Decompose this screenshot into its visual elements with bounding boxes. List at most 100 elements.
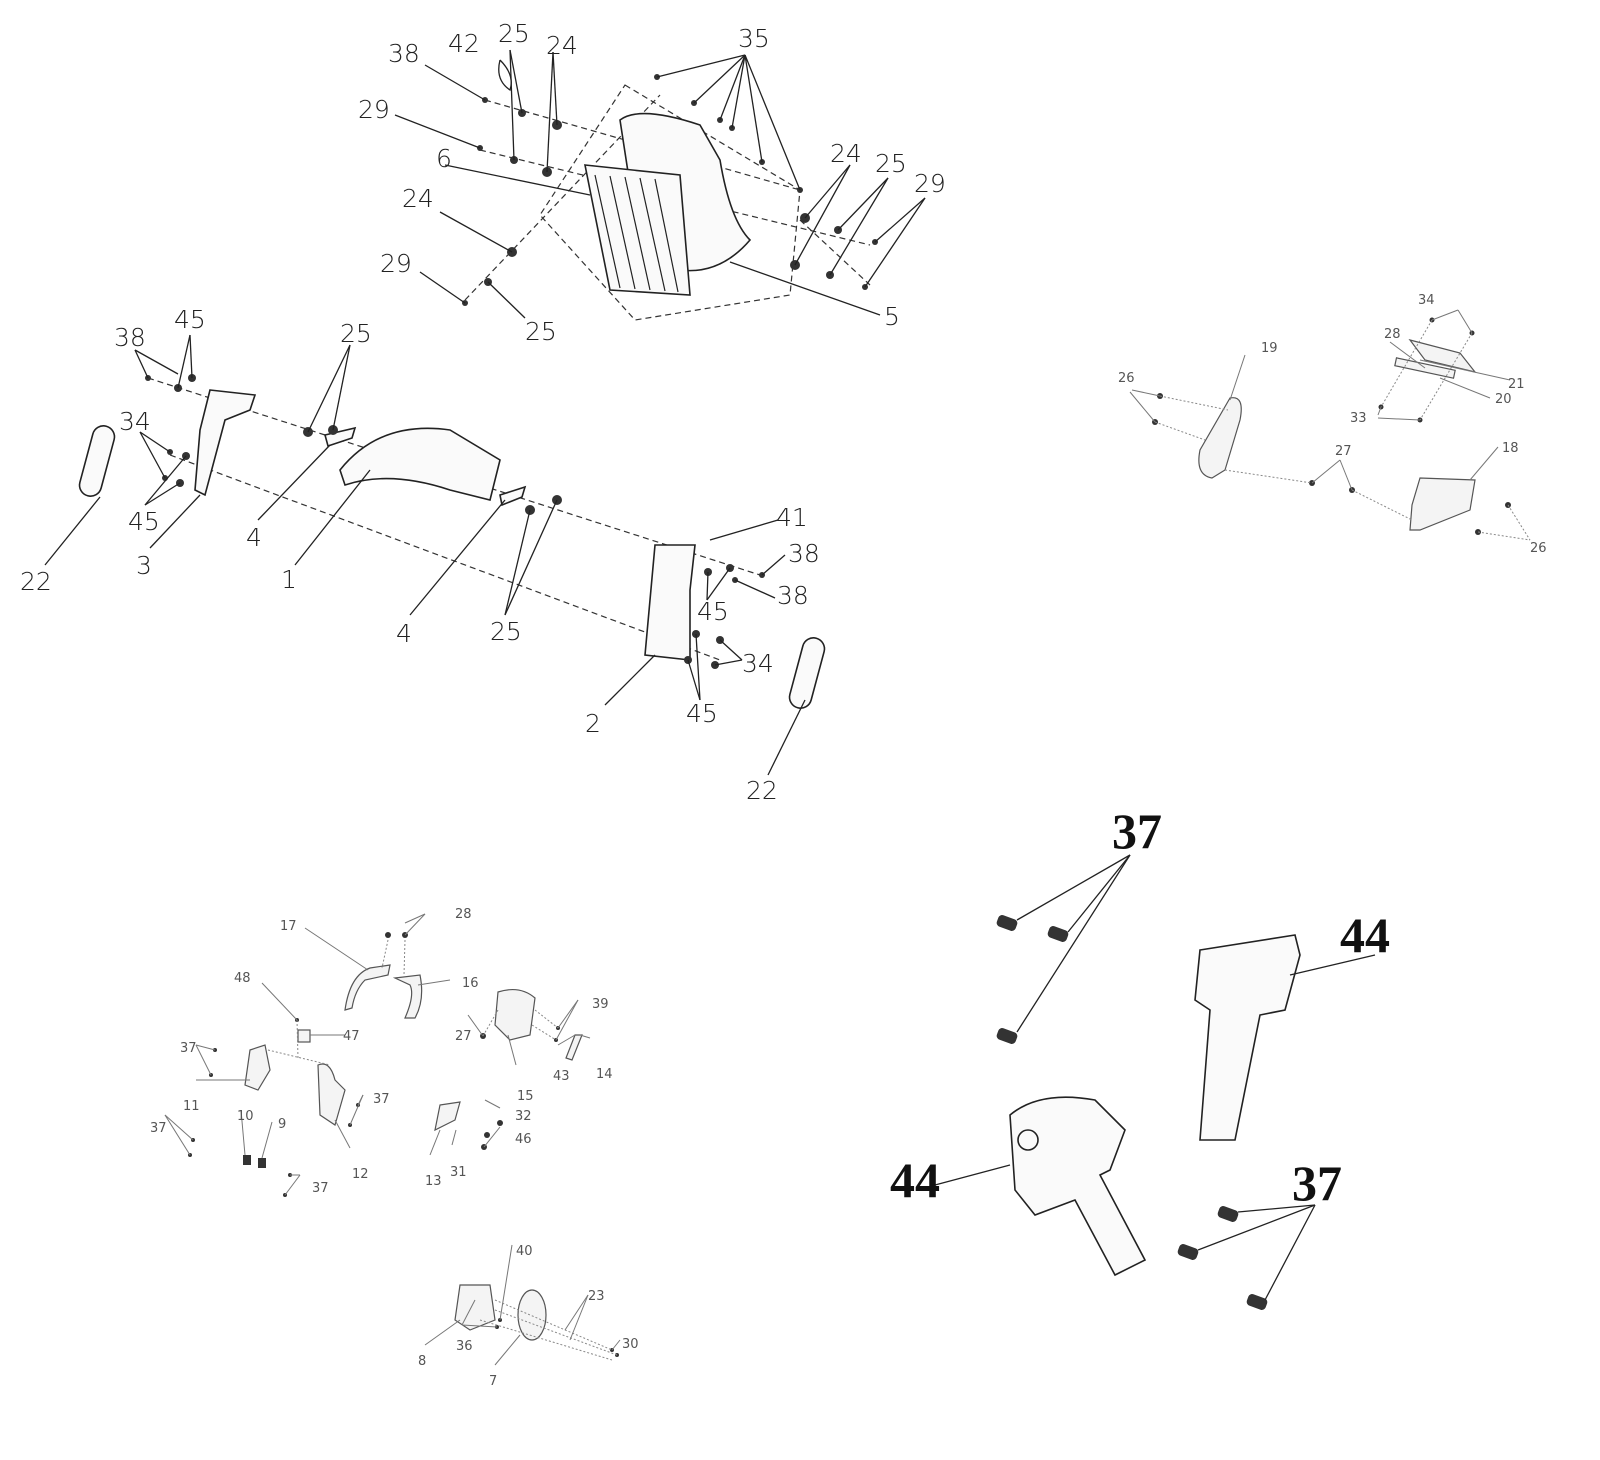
part-11-housing	[244, 1044, 271, 1091]
callout-27: 27	[455, 1029, 472, 1044]
callout-24: 24	[402, 184, 434, 213]
callout-37: 37	[150, 1121, 167, 1136]
callout-28: 28	[455, 907, 472, 922]
callout-47: 47	[343, 1029, 360, 1044]
callout-44: 44	[890, 1152, 940, 1208]
callout-45: 45	[697, 597, 729, 626]
callout-30: 30	[622, 1337, 639, 1352]
callout-28: 28	[1384, 327, 1401, 342]
callout-45: 45	[686, 699, 718, 728]
front-cowl-group	[394, 49, 926, 321]
callout-2: 2	[585, 709, 601, 738]
callout-4: 4	[246, 523, 262, 552]
callout-29: 29	[380, 249, 412, 278]
fender-group	[44, 334, 826, 776]
callout-32: 32	[515, 1109, 532, 1124]
callout-26: 26	[1118, 371, 1135, 386]
part-44-handle	[1194, 934, 1301, 1141]
bracket-group	[164, 913, 621, 1366]
callout-13: 13	[425, 1174, 442, 1189]
part-8-bracket	[454, 1284, 496, 1331]
callout-9: 9	[278, 1117, 286, 1132]
callout-14: 14	[596, 1067, 613, 1082]
callout-37: 37	[1292, 1155, 1342, 1211]
callout-22: 22	[20, 567, 52, 596]
callout-8: 8	[418, 1354, 426, 1369]
callout-29: 29	[358, 95, 390, 124]
callout-19: 19	[1261, 341, 1278, 356]
screws-37	[996, 915, 1268, 1310]
part-44-handle	[1009, 1096, 1147, 1277]
callout-5: 5	[884, 302, 900, 331]
callout-18: 18	[1502, 441, 1519, 456]
callout-46: 46	[515, 1132, 532, 1147]
part-3-side-panel	[194, 389, 257, 497]
part-17-bracket	[344, 964, 391, 1011]
callout-25: 25	[525, 317, 557, 346]
callout-36: 36	[456, 1339, 473, 1354]
callout-17: 17	[280, 919, 297, 934]
handle-group	[934, 854, 1376, 1310]
callout-45: 45	[128, 507, 160, 536]
callout-33: 33	[1350, 411, 1367, 426]
part-12-housing	[317, 1063, 346, 1126]
callout-25: 25	[340, 319, 372, 348]
callout-11: 11	[183, 1099, 200, 1114]
part-15-cover	[494, 988, 536, 1041]
callout-25: 25	[875, 149, 907, 178]
part-14-ring	[565, 1034, 583, 1061]
callout-38: 38	[114, 323, 146, 352]
callout-38: 38	[788, 539, 820, 568]
callout-15: 15	[517, 1089, 534, 1104]
callout-26: 26	[1530, 541, 1547, 556]
callout-10: 10	[237, 1109, 254, 1124]
part-18-cover	[1409, 477, 1476, 531]
callout-29: 29	[914, 169, 946, 198]
callout-45: 45	[174, 305, 206, 334]
callout-3: 3	[136, 551, 152, 580]
part-16-bracket	[392, 974, 423, 1019]
callout-37: 37	[312, 1181, 329, 1196]
callout-24: 24	[546, 31, 578, 60]
part-2-side-panel	[644, 544, 696, 661]
callout-12: 12	[352, 1167, 369, 1182]
callout-27: 27	[1335, 444, 1352, 459]
callout-23: 23	[588, 1289, 605, 1304]
callout-38: 38	[777, 581, 809, 610]
part-1-fender	[339, 427, 501, 501]
callout-37: 37	[1112, 803, 1162, 859]
callout-7: 7	[489, 1374, 497, 1389]
part-callout-labels: 38 42 25 24 35 29 6 24 29 25 24 25 29 5 …	[20, 19, 1547, 1389]
callout-31: 31	[450, 1165, 467, 1180]
part-4-bracket	[499, 485, 527, 507]
callout-37: 37	[180, 1041, 197, 1056]
part-6-grille	[584, 164, 691, 296]
callout-4: 4	[396, 619, 412, 648]
part-4-bracket	[324, 426, 357, 448]
part-19-cover	[1198, 397, 1242, 479]
callout-37: 37	[373, 1092, 390, 1107]
callout-34: 34	[742, 649, 774, 678]
callout-42: 42	[448, 29, 480, 58]
callout-34: 34	[1418, 293, 1435, 308]
callout-44: 44	[1340, 907, 1390, 963]
callout-1: 1	[281, 565, 297, 594]
callout-6: 6	[436, 144, 452, 173]
callout-16: 16	[462, 976, 479, 991]
part-22-reflector	[788, 637, 826, 709]
part-22-reflector	[78, 425, 116, 497]
callout-22: 22	[746, 776, 778, 805]
callout-25: 25	[498, 19, 530, 48]
callout-39: 39	[592, 997, 609, 1012]
callout-48: 48	[234, 971, 251, 986]
callout-35: 35	[738, 24, 770, 53]
part-47-block	[297, 1029, 311, 1043]
rear-cover-group	[1129, 309, 1531, 541]
callout-41: 41	[776, 503, 808, 532]
callout-40: 40	[516, 1244, 533, 1259]
callout-38: 38	[388, 39, 420, 68]
part-13-bracket	[434, 1101, 461, 1132]
callout-25: 25	[490, 617, 522, 646]
callout-43: 43	[553, 1069, 570, 1084]
